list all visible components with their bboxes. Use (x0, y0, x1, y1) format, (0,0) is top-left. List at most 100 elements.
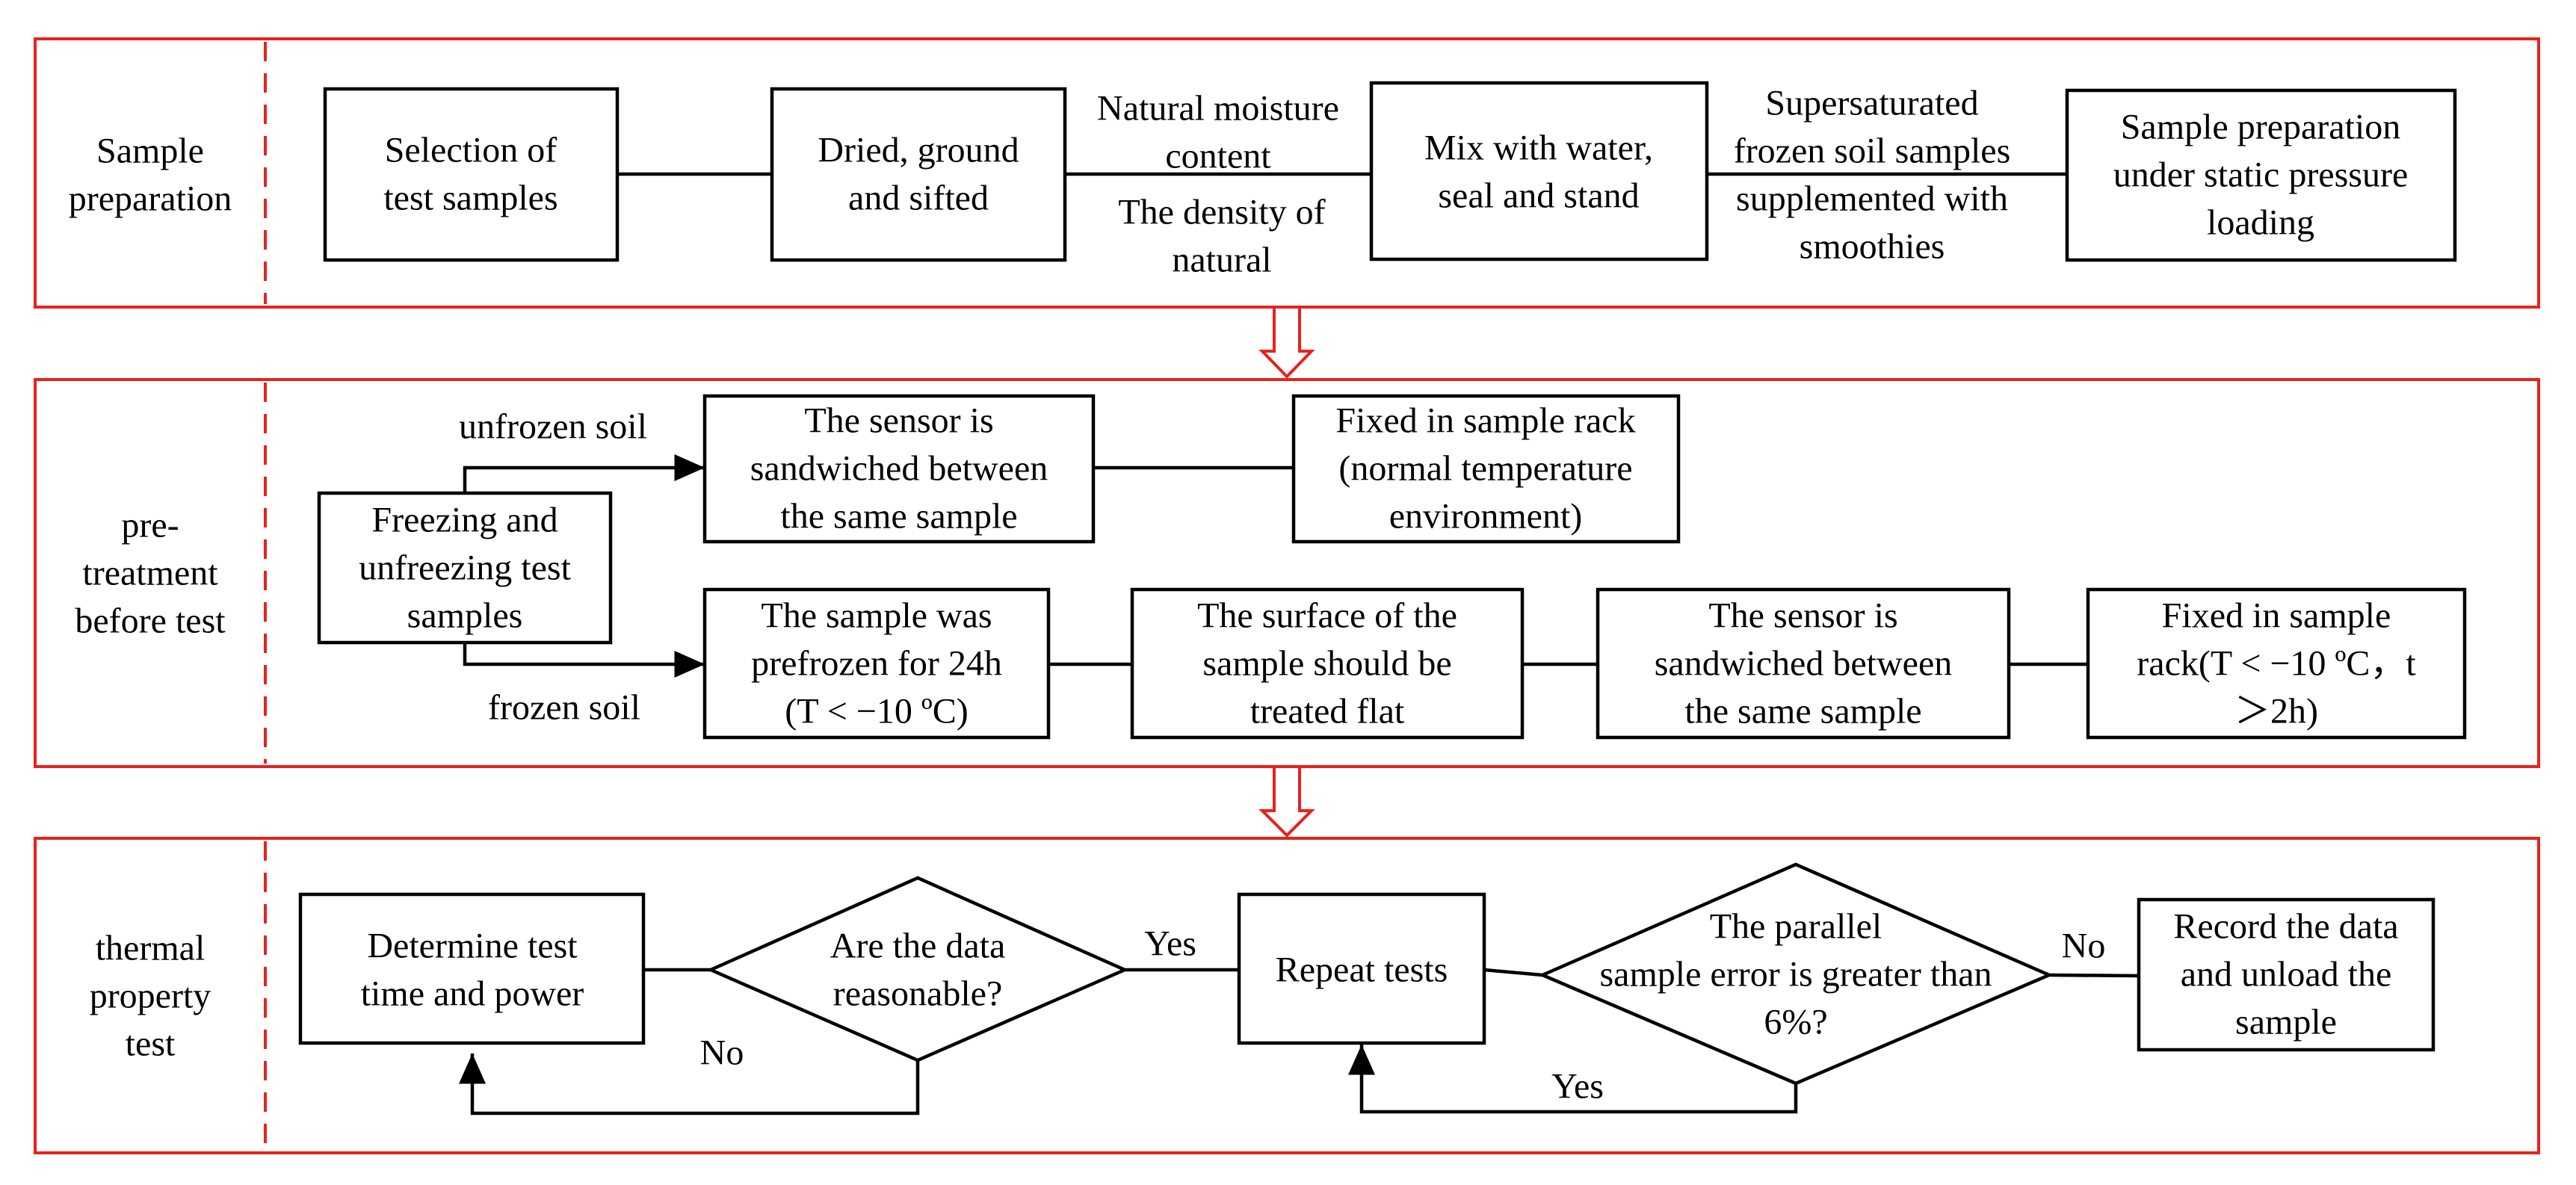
prefrozen-box (702, 587, 1051, 740)
no-loop-arrow (459, 1053, 920, 1116)
mix-box (1369, 81, 1709, 262)
stage-label: thermal property test (90, 929, 211, 1064)
surface-box (1130, 587, 1525, 740)
determine-box (298, 892, 646, 1045)
text-line: seal and stand (1438, 176, 1639, 216)
text-line: Yes (1551, 1067, 1604, 1107)
text-line: sample error is greater than (1599, 955, 1992, 994)
text-line: treated flat (1250, 692, 1405, 731)
text-line: Dried, ground (818, 131, 1019, 170)
text-line: smoothies (1800, 227, 1945, 267)
text-line: Yes (1144, 924, 1196, 964)
stage-label: Sample preparation (69, 132, 232, 219)
text-line: The sample was (761, 596, 992, 636)
no-label-1: No (700, 1033, 744, 1073)
text-line: time and power (361, 974, 584, 1014)
text-line: No (2062, 926, 2106, 966)
freezing-box (317, 491, 613, 645)
freezing-text: Freezing and unfreezing test samples (359, 501, 572, 636)
moisture-label: Natural moisture content (1097, 89, 1339, 176)
text-line: Supersaturated (1765, 84, 1978, 123)
text-line: Freezing and (371, 501, 557, 540)
text-line: rack(T < −10 ºC，t (2137, 644, 2416, 684)
stage-transition-arrow (1258, 306, 1315, 379)
text-line: Natural moisture (1097, 89, 1339, 129)
frozen-branch-arrow (463, 643, 705, 678)
yes-label-1: Yes (1144, 924, 1196, 964)
text-line: thermal (96, 929, 206, 968)
text-line: before test (75, 601, 226, 641)
stage-transition-arrow (1258, 765, 1315, 838)
reasonable-decision (706, 876, 1129, 1062)
frozen-soil-label: frozen soil (488, 688, 640, 728)
text-line: supplemented with (1736, 179, 2008, 219)
text-line: The sensor is (804, 401, 993, 441)
text-line: samples (407, 596, 523, 636)
text-line: 6%? (1764, 1003, 1827, 1042)
text-line: Sample preparation (2121, 108, 2401, 147)
stage-frame (34, 837, 2540, 1154)
text-line: Are the data (830, 926, 1006, 966)
unfrozen-branch-arrow (463, 454, 705, 493)
text-line: natural (1172, 241, 1271, 280)
text-line: the same sample (780, 497, 1017, 536)
connector (1483, 968, 1543, 977)
text-line: unfrozen soil (459, 407, 647, 447)
text-line: sample (2235, 1003, 2337, 1042)
text-line: Selection of (385, 131, 557, 170)
repeat-text: Repeat tests (1276, 950, 1448, 990)
static-pressure-box (2065, 88, 2457, 262)
stage-thermal-property-test: thermal property test (34, 837, 2540, 1154)
text-line: Fixed in sample rack (1335, 401, 1635, 441)
no-label-2: No (2062, 926, 2106, 966)
record-box (2137, 897, 2436, 1052)
yes-label-2: Yes (1551, 1067, 1604, 1107)
text-line: test (126, 1024, 176, 1064)
dried-box (770, 87, 1067, 262)
text-line: treatment (82, 554, 218, 593)
determine-text: Determine test time and power (361, 926, 584, 1014)
reasonable-text: Are the data reasonable? (830, 926, 1006, 1014)
text-line: Determine test (367, 926, 578, 966)
sensor-unfrozen-box (702, 394, 1096, 544)
text-line: The parallel (1710, 907, 1882, 947)
text-line: sample should be (1202, 644, 1451, 684)
text-line: sandwiched between (750, 449, 1048, 489)
text-line: prefrozen for 24h (751, 644, 1002, 684)
text-line: sandwiched between (1655, 644, 1953, 684)
text-line: loading (2207, 203, 2314, 243)
parallel-decision (1538, 862, 2054, 1086)
text-line: The density of (1118, 193, 1325, 232)
selection-box (323, 87, 620, 262)
text-line: unfreezing test (359, 548, 572, 588)
text-line: Mix with water, (1424, 129, 1653, 168)
rack-normal-box (1291, 394, 1681, 544)
text-line: reasonable? (833, 974, 1003, 1014)
text-line: No (700, 1033, 744, 1073)
text-line: and unload the (2181, 955, 2392, 994)
text-line: (normal temperature (1338, 449, 1632, 489)
connector (2048, 973, 2140, 978)
text-line: the same sample (1684, 692, 1921, 731)
text-line: Sample (96, 132, 204, 171)
text-line: content (1165, 137, 1271, 176)
text-line: and sifted (848, 179, 989, 218)
unfrozen-soil-label: unfrozen soil (459, 407, 647, 447)
text-line: ＞2h) (2234, 692, 2318, 731)
text-line: Repeat tests (1276, 950, 1448, 990)
dried-text: Dried, ground and sifted (818, 131, 1019, 218)
density-label: The density of natural (1118, 193, 1325, 280)
text-line: preparation (69, 179, 232, 219)
rack-frozen-box (2086, 587, 2467, 740)
text-line: property (90, 977, 211, 1016)
